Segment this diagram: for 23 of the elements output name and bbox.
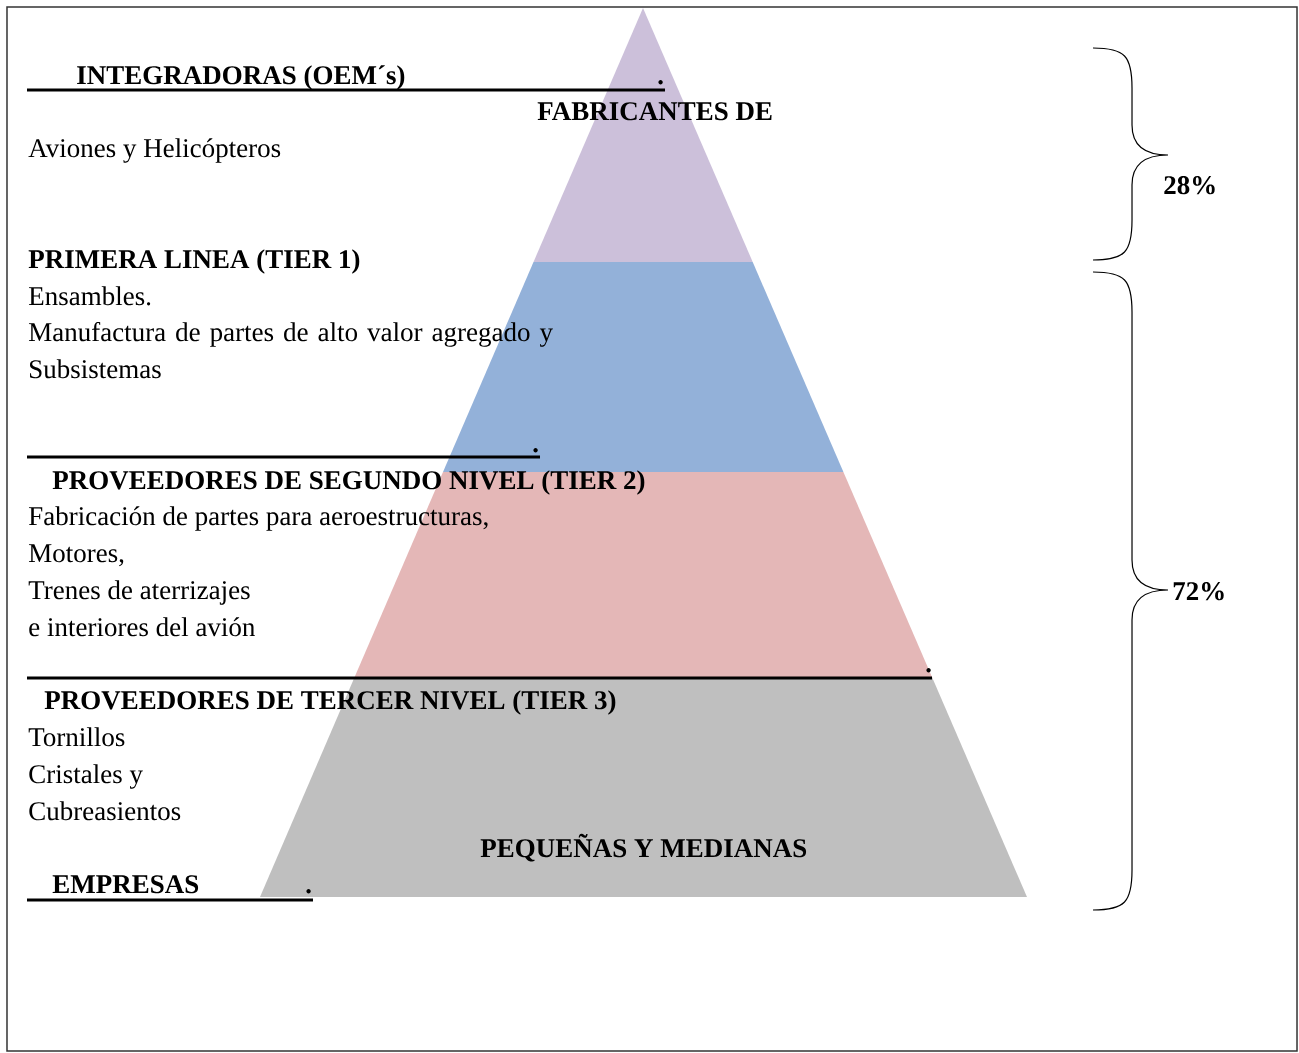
- percentage-label: 28%: [1164, 176, 1215, 195]
- body-text: Trenes de aterrizajes: [28, 580, 250, 605]
- heading-text: INTEGRADORAS (OEM´s): [77, 65, 405, 90]
- heading-text: PEQUEÑAS Y MEDIANAS: [480, 833, 807, 862]
- body-text: Ensambles.: [29, 286, 151, 306]
- heading-text: EMPRESAS: [52, 875, 199, 894]
- body-text: Aviones y Helicópteros: [28, 138, 281, 163]
- body-text: Manufactura de partes de alto valor agregado y Subsistemas: [29, 322, 553, 379]
- period: .: [306, 889, 311, 894]
- body-text: Tornillos: [28, 727, 125, 747]
- heading-text: FABRICANTES DE: [537, 102, 772, 121]
- heading-text: PRIMERA LINEA (TIER 1): [28, 249, 360, 274]
- heading-text: PROVEEDORES DE TERCER NIVEL (TIER 3): [44, 690, 616, 715]
- period: .: [658, 80, 663, 85]
- body-text: e interiores del avión: [29, 617, 255, 637]
- body-text: Cubreasientos: [29, 801, 181, 821]
- period: .: [926, 668, 931, 673]
- period: .: [533, 448, 538, 453]
- body-text: Fabricación de partes para aeroestructuras,: [29, 506, 488, 531]
- body-text: Motores,: [29, 544, 124, 567]
- body-text: Cristales y: [29, 764, 143, 789]
- heading-text: PROVEEDORES DE SEGUNDO NIVEL (TIER 2): [52, 470, 645, 495]
- percentage-label: 72%: [1173, 582, 1224, 601]
